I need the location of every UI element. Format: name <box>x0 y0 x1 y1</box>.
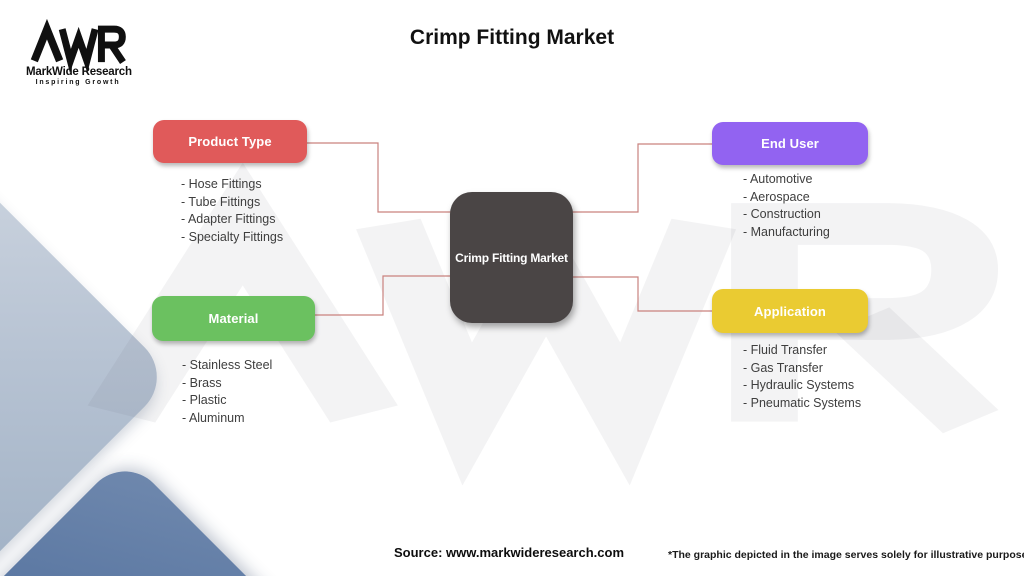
list-item: - Manufacturing <box>743 224 830 239</box>
node-application-items: - Fluid Transfer - Gas Transfer - Hydrau… <box>743 342 861 412</box>
connector-material <box>315 275 465 316</box>
list-item: - Tube Fittings <box>181 194 261 209</box>
node-end-user-label: End User <box>761 136 819 151</box>
disclaimer-text: *The graphic depicted in the image serve… <box>668 549 1024 561</box>
list-item: - Automotive <box>743 172 813 186</box>
list-item: - Fluid Transfer <box>743 343 828 357</box>
node-product-type-label: Product Type <box>188 134 272 149</box>
list-item: - Construction <box>743 207 821 221</box>
connector-product-type <box>307 142 465 213</box>
node-material: Material <box>152 296 315 341</box>
connector-application <box>558 276 714 312</box>
list-item: - Plastic <box>182 393 227 407</box>
node-application: Application <box>712 289 868 333</box>
mwr-logo-icon <box>30 18 126 73</box>
list-item: - Hose Fittings <box>181 177 262 191</box>
list-item: - Aerospace <box>743 189 810 204</box>
list-item: - Brass <box>182 375 222 390</box>
node-material-items: - Stainless Steel - Brass - Plastic - Al… <box>182 357 272 427</box>
logo-name: MarkWide Research <box>26 66 132 78</box>
list-item: - Specialty Fittings <box>181 229 284 244</box>
node-product-type: Product Type <box>153 120 307 163</box>
page-title: Crimp Fitting Market <box>409 26 615 49</box>
list-item: - Pneumatic Systems <box>743 395 862 410</box>
node-product-type-items: - Hose Fittings - Tube Fittings - Adapte… <box>181 176 283 246</box>
source-text: Source: www.markwideresearch.com <box>394 545 625 560</box>
connector-end-user <box>558 143 714 213</box>
center-node: Crimp Fitting Market <box>450 192 573 323</box>
list-item: - Gas Transfer <box>743 360 823 375</box>
logo-tagline: Inspiring Growth <box>35 79 121 86</box>
node-end-user: End User <box>712 122 868 165</box>
node-application-label: Application <box>754 303 826 319</box>
list-item: - Stainless Steel <box>182 358 273 372</box>
watermark-logo-icon <box>87 162 999 486</box>
list-item: - Hydraulic Systems <box>743 378 855 392</box>
list-item: - Adapter Fittings <box>181 212 276 226</box>
list-item: - Aluminum <box>182 410 245 425</box>
brand-logo: MarkWide Research Inspiring Growth <box>26 18 132 86</box>
node-end-user-items: - Automotive - Aerospace - Construction … <box>743 171 830 241</box>
center-node-label: Crimp Fitting Market <box>455 250 568 265</box>
node-material-label: Material <box>208 311 259 326</box>
